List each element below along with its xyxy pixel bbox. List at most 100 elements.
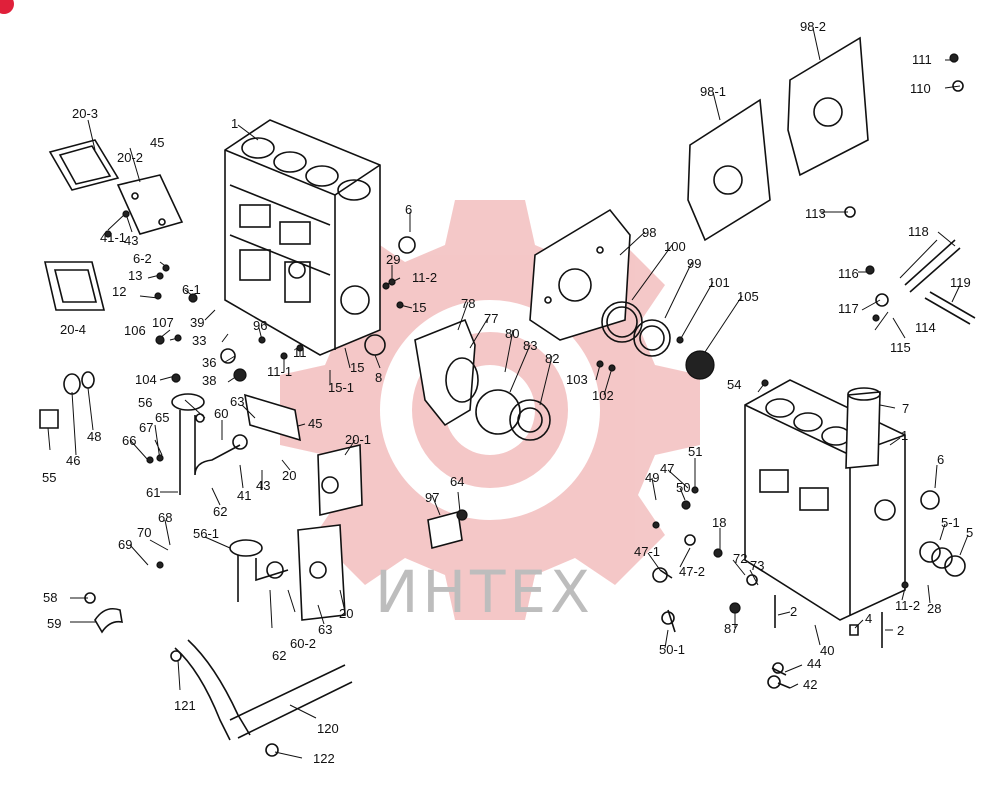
label-114: 114 [915, 320, 936, 335]
pipe-114-119 [904, 239, 976, 325]
seal-99 [633, 319, 671, 357]
cylinder-block-left [224, 119, 381, 356]
part-number-labels: 20-3 45 20-2 41-1 43 1 6-2 13 12 6-1 39 … [42, 19, 973, 766]
label-58: 58 [43, 590, 57, 605]
label-39: 39 [190, 315, 204, 330]
label-116: 116 [838, 266, 859, 281]
label-8: 8 [375, 370, 382, 385]
label-42: 42 [803, 677, 817, 692]
label-5-1: 5-1 [941, 515, 960, 530]
rear-plate-98-1 [687, 98, 771, 242]
label-106: 106 [124, 323, 146, 338]
pulley-105 [685, 350, 715, 380]
seal-83 [475, 389, 521, 435]
label-11-2b: 11-2 [895, 598, 920, 613]
label-41-1: 41-1 [100, 230, 126, 245]
hose-59 [94, 607, 123, 634]
label-83: 83 [523, 338, 537, 353]
label-20: 20 [282, 468, 296, 483]
label-20-2: 20-2 [117, 150, 143, 165]
label-99: 99 [687, 256, 701, 271]
label-33: 33 [192, 333, 206, 348]
label-6-2: 6-2 [133, 251, 152, 266]
label-104: 104 [135, 372, 157, 387]
label-50-1: 50-1 [659, 642, 685, 657]
label-77: 77 [484, 311, 498, 326]
label-66: 66 [122, 433, 136, 448]
label-15: 15 [350, 360, 364, 375]
label-40: 40 [820, 643, 834, 658]
label-111: 111 [912, 52, 932, 67]
label-5: 5 [966, 525, 973, 540]
label-97: 97 [425, 490, 439, 505]
hose-120 [174, 639, 353, 741]
liner-7 [845, 391, 881, 469]
label-102: 102 [592, 388, 614, 403]
label-2b: 2 [897, 623, 904, 638]
label-4: 4 [865, 611, 872, 626]
cover-20-4 [43, 261, 106, 311]
label-56-1: 56-1 [193, 526, 219, 541]
label-49: 49 [645, 470, 659, 485]
part-97 [427, 510, 463, 550]
label-72: 72 [733, 551, 747, 566]
label-118: 118 [908, 224, 929, 239]
label-11-1: 11-1 [267, 364, 292, 379]
label-28: 28 [927, 601, 941, 616]
label-6-1: 6-1 [182, 282, 201, 297]
thermostat-56-1 [229, 539, 263, 557]
label-78: 78 [461, 296, 475, 311]
label-1b: 1 [901, 428, 908, 443]
label-38: 38 [202, 373, 216, 388]
label-20-3: 20-3 [72, 106, 98, 121]
label-119: 119 [950, 275, 971, 290]
label-101: 101 [708, 275, 730, 290]
seal-82 [509, 399, 551, 441]
label-18: 18 [712, 515, 726, 530]
water-pipe-61 [179, 410, 241, 495]
label-43: 43 [124, 233, 138, 248]
corner-badge [0, 0, 14, 14]
label-46: 46 [66, 453, 80, 468]
label-82: 82 [545, 351, 559, 366]
timing-gear-plate [529, 208, 631, 341]
seal-100 [601, 301, 643, 343]
label-63: 63 [230, 394, 244, 409]
label-59: 59 [47, 616, 61, 631]
label-13: 13 [128, 268, 142, 283]
label-47: 47 [660, 461, 674, 476]
o-ring-6 [398, 236, 416, 254]
label-98: 98 [642, 225, 656, 240]
label-45b: 45 [308, 416, 322, 431]
label-68: 68 [158, 510, 172, 525]
cover-20-lower [297, 524, 346, 621]
label-55: 55 [42, 470, 56, 485]
rear-plate-98-2 [787, 36, 869, 177]
label-117: 117 [838, 301, 859, 316]
watermark-text: ИНТЕХ [375, 558, 594, 626]
label-60: 60 [214, 406, 228, 421]
label-62: 62 [213, 504, 227, 519]
label-70: 70 [137, 525, 151, 540]
label-50: 50 [676, 480, 690, 495]
label-48: 48 [87, 429, 101, 444]
cylinder-block-right [744, 379, 906, 621]
label-62b: 62 [272, 648, 286, 663]
label-11-2: 11-2 [412, 270, 437, 285]
o-ring-6-right [920, 490, 940, 510]
label-64: 64 [450, 474, 464, 489]
small-hardware [84, 53, 964, 757]
cover-45 [243, 393, 302, 442]
label-54: 54 [727, 377, 741, 392]
label-98-1: 98-1 [700, 84, 726, 99]
label-60-2: 60-2 [290, 636, 316, 651]
label-45: 45 [150, 135, 164, 150]
label-103: 103 [566, 372, 588, 387]
label-51: 51 [688, 444, 702, 459]
label-96: 96 [253, 318, 267, 333]
label-6b: 6 [937, 452, 944, 467]
cover-20-1 [317, 443, 363, 517]
cover-20-3 [48, 139, 120, 191]
label-113: 113 [805, 206, 826, 221]
label-122: 122 [313, 751, 335, 766]
